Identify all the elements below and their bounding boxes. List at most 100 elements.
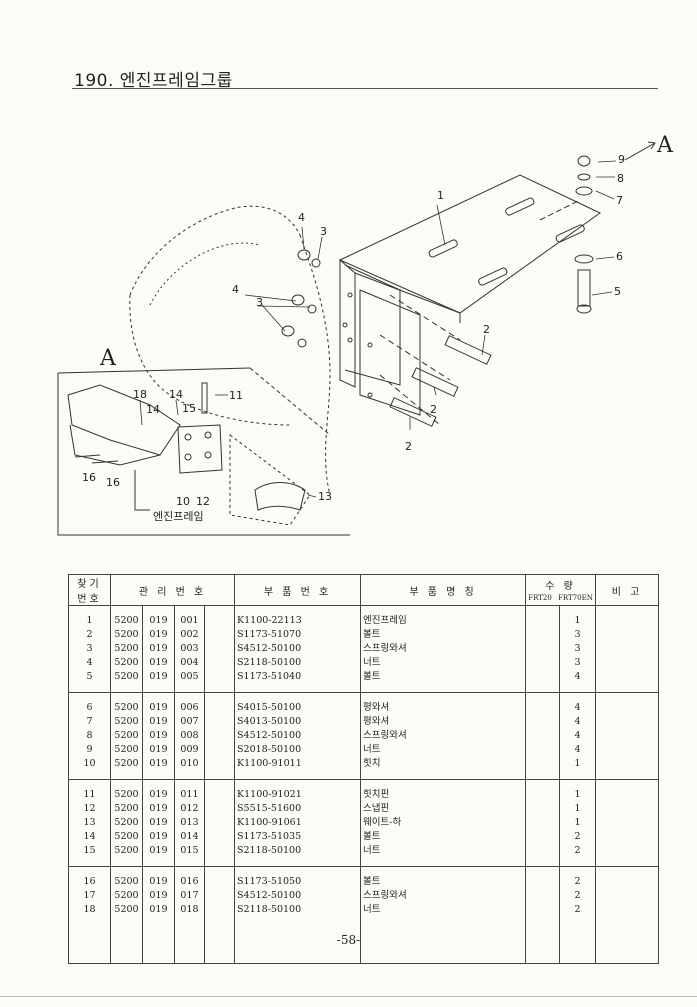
- cell-part_no: K1100-22113: [234, 614, 362, 628]
- cell-qa: [525, 628, 561, 642]
- exploded-parts-diagram: 1 2 2 2 3 3 4 4 5 6 7 8 9 10 11 12 13 14…: [0, 95, 697, 565]
- cell-m3: 012: [174, 802, 205, 816]
- cell-qa: [525, 701, 561, 715]
- cell-m3: 011: [174, 788, 205, 802]
- cell-no: 11: [68, 788, 111, 802]
- cell-qa: [525, 729, 561, 743]
- cell-no: 1: [68, 614, 111, 628]
- engine-outline: [129, 205, 301, 296]
- cell-m3: 009: [174, 743, 205, 757]
- bottom-rule: [0, 996, 697, 997]
- group-end: [68, 771, 660, 780]
- cell-empty: [203, 715, 236, 729]
- cell-name: 엔진프레임: [360, 614, 527, 628]
- callout-16: 16: [106, 476, 120, 489]
- callout-2: 2: [483, 323, 490, 336]
- cell-qa: [525, 656, 561, 670]
- cell-name: 평와셔: [360, 701, 527, 715]
- cell-qa: [525, 802, 561, 816]
- cell-m3: 008: [174, 729, 205, 743]
- cell-name: 너트: [360, 743, 527, 757]
- cell-part_no: S4512-50100: [234, 642, 362, 656]
- cell-qb: 4: [559, 743, 597, 757]
- title-underline: [72, 88, 658, 89]
- cell-empty: [595, 642, 660, 656]
- bolt-2-c: [389, 397, 437, 427]
- cell-m2: 019: [142, 701, 175, 715]
- frame-top-plate: [338, 174, 601, 314]
- cell-part_no: S2118-50100: [234, 903, 362, 917]
- cell-no: 8: [68, 729, 111, 743]
- cell-part_no: S1173-51070: [234, 628, 362, 642]
- cell-part_no: S5515-51600: [234, 802, 362, 816]
- cell-m3: 010: [174, 757, 205, 771]
- cell-empty: [203, 743, 236, 757]
- cell-m1: 5200: [110, 757, 143, 771]
- cell-part_no: K1100-91061: [234, 816, 362, 830]
- cell-m2: 019: [142, 614, 175, 628]
- cell-empty: [595, 701, 660, 715]
- callout-7: 7: [616, 194, 623, 207]
- cell-empty: [595, 889, 660, 903]
- cell-m3: 015: [174, 844, 205, 858]
- cell-no: 12: [68, 802, 111, 816]
- callout-1: 1: [437, 189, 444, 202]
- cell-m2: 019: [142, 628, 175, 642]
- callout-6: 6: [616, 250, 623, 263]
- cell-empty: [203, 816, 236, 830]
- cell-empty: [203, 642, 236, 656]
- cell-qb: 4: [559, 670, 597, 684]
- group-end: [68, 917, 660, 964]
- cell-no: 10: [68, 757, 111, 771]
- cell-empty: [203, 903, 236, 917]
- cell-qb: 3: [559, 656, 597, 670]
- cell-qa: [525, 788, 561, 802]
- cell-name: 스냅핀: [360, 802, 527, 816]
- cell-m2: 019: [142, 875, 175, 889]
- col-header-remarks: 비 고: [595, 574, 660, 606]
- hitch-plate: [67, 384, 181, 456]
- cell-m1: 5200: [110, 670, 143, 684]
- cell-empty: [595, 788, 660, 802]
- cell-name: 볼트: [360, 628, 527, 642]
- col-header-part-no: 부 품 번 호: [234, 574, 362, 606]
- cell-m3: 006: [174, 701, 205, 715]
- cell-m2: 019: [142, 903, 175, 917]
- cell-m3: 007: [174, 715, 205, 729]
- cell-m1: 5200: [110, 614, 143, 628]
- cell-empty: [203, 701, 236, 715]
- cell-qb: 4: [559, 729, 597, 743]
- cell-qa: [525, 816, 561, 830]
- callout-4: 4: [298, 211, 305, 224]
- cell-m2: 019: [142, 729, 175, 743]
- cell-empty: [203, 729, 236, 743]
- cell-name: 볼트: [360, 830, 527, 844]
- cell-no: 4: [68, 656, 111, 670]
- cell-qa: [525, 614, 561, 628]
- view-arrow-marker: A: [656, 133, 674, 158]
- cell-m1: 5200: [110, 715, 143, 729]
- cell-empty: [203, 670, 236, 684]
- cell-m1: 5200: [110, 830, 143, 844]
- cell-m1: 5200: [110, 701, 143, 715]
- cell-m2: 019: [142, 816, 175, 830]
- cell-m2: 019: [142, 715, 175, 729]
- cell-m2: 019: [142, 670, 175, 684]
- cell-empty: [595, 844, 660, 858]
- cell-name: 너트: [360, 656, 527, 670]
- cell-qa: [525, 889, 561, 903]
- cell-m1: 5200: [110, 802, 143, 816]
- cell-empty: [203, 830, 236, 844]
- cell-qb: 1: [559, 614, 597, 628]
- cell-qa: [525, 875, 561, 889]
- callout-4: 4: [232, 283, 239, 296]
- cell-m2: 019: [142, 757, 175, 771]
